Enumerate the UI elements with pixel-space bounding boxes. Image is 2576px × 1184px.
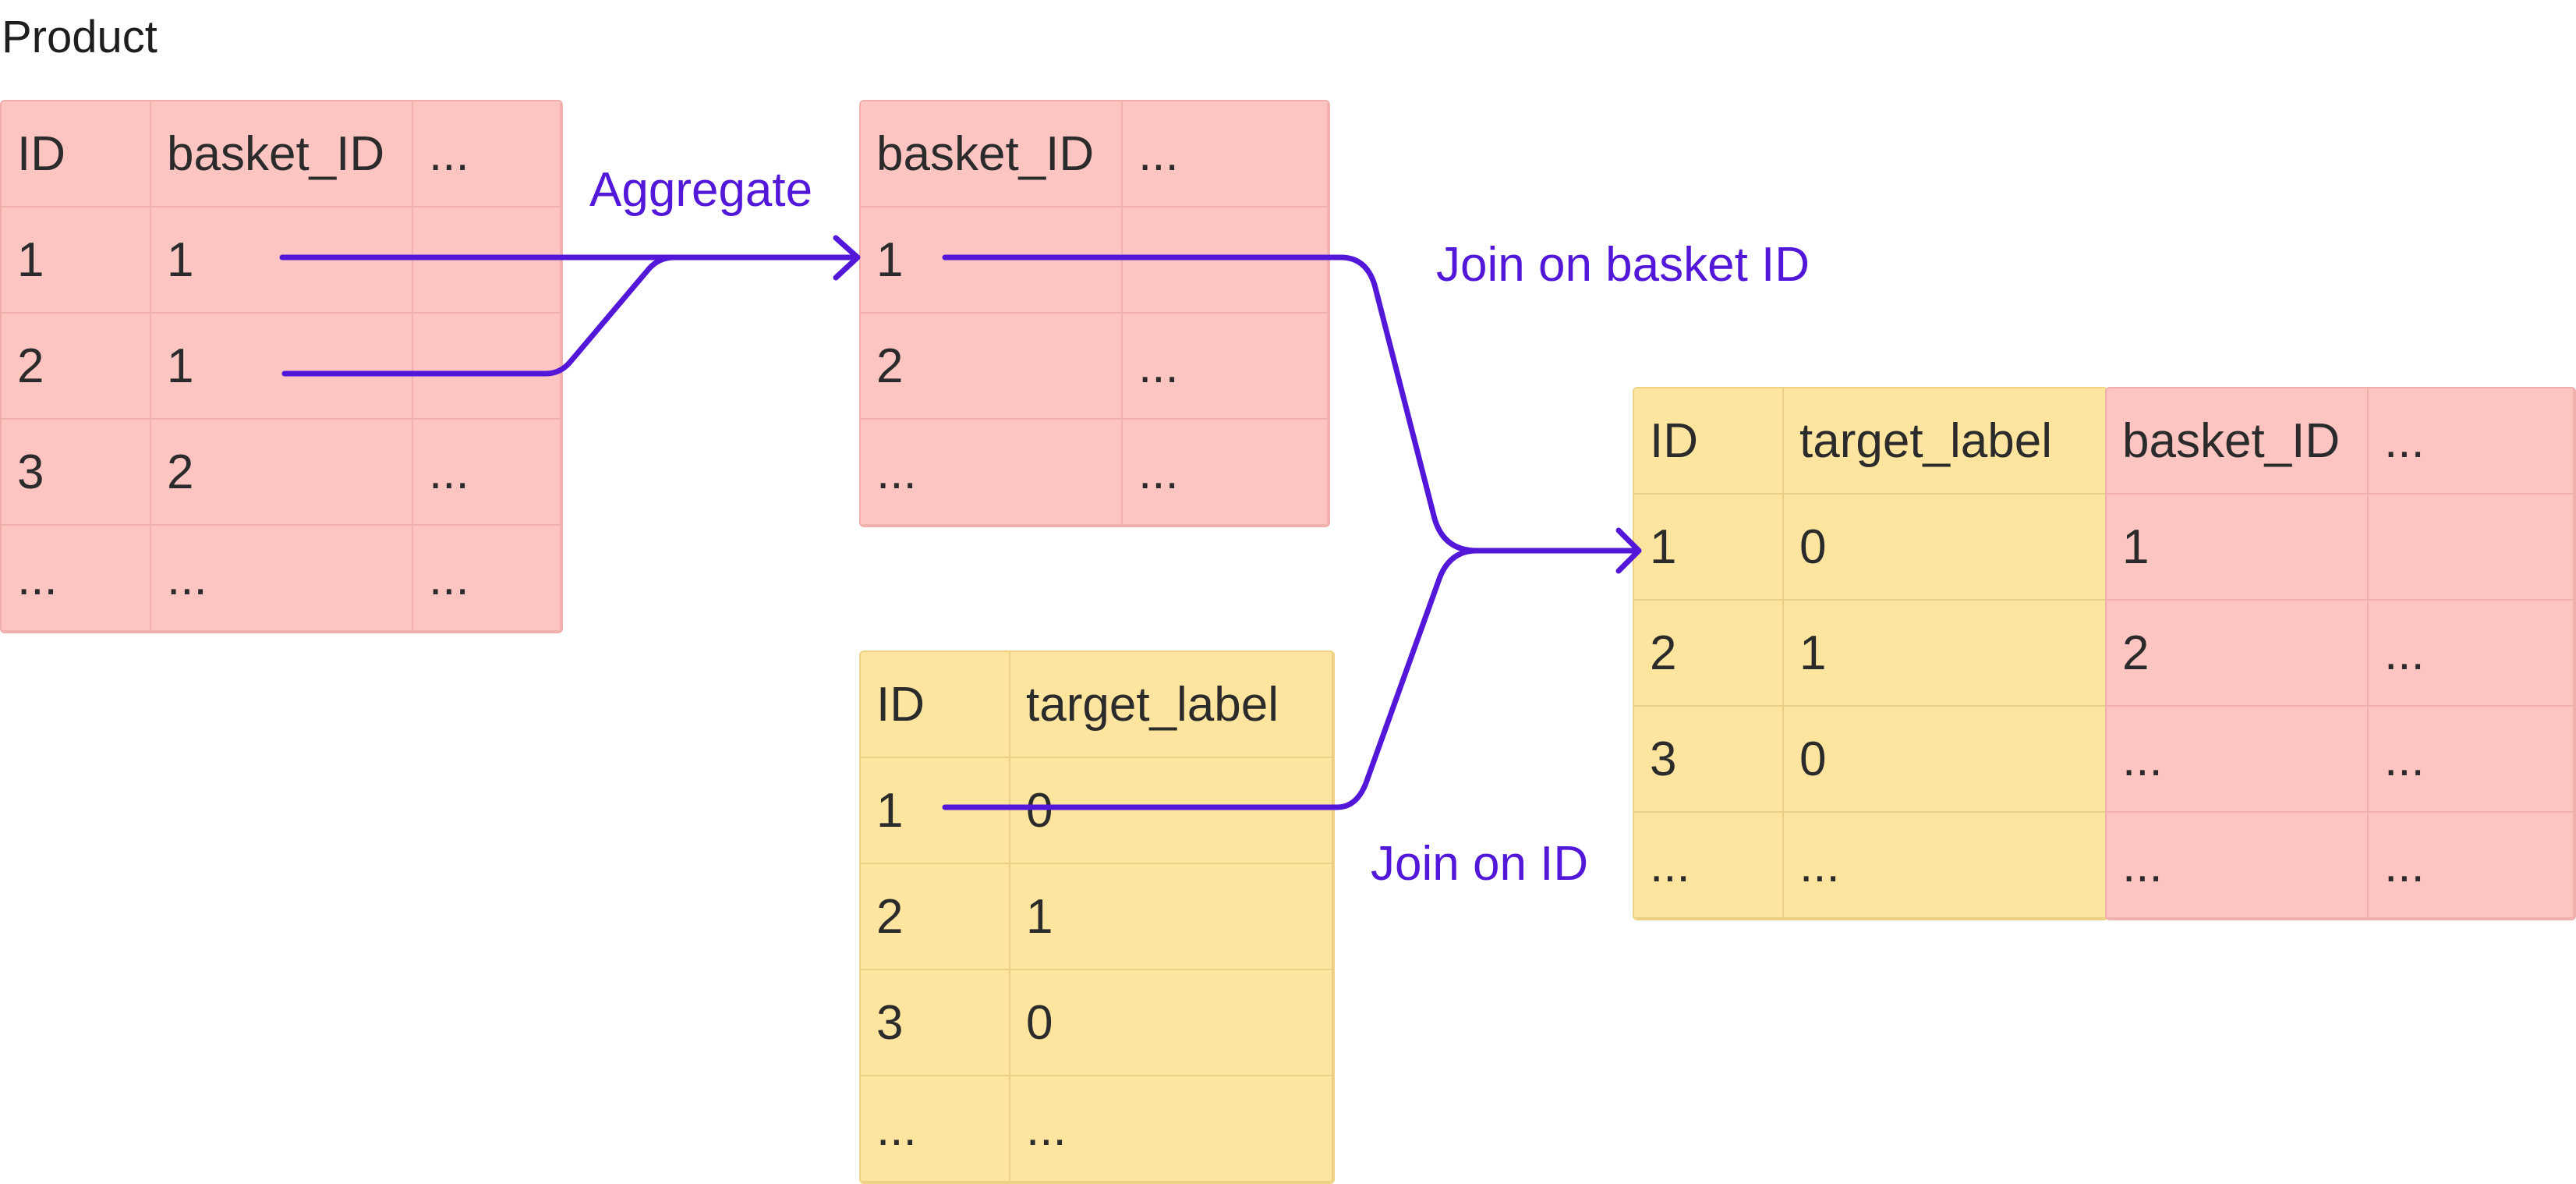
- table-cell: 2: [2107, 601, 2369, 707]
- join-basket-label: Join on basket ID: [1436, 238, 1810, 292]
- aggregate-label: Aggregate: [589, 163, 813, 217]
- table-cell: 2: [861, 314, 1123, 420]
- table-cell: ...: [2369, 601, 2574, 707]
- result-labels-table: ID target_label 1 0 2 1 3 0 ... ...: [1633, 387, 2108, 920]
- table-cell: 0: [1010, 970, 1333, 1076]
- table-cell: ...: [2369, 813, 2574, 919]
- labels-table: ID target_label 1 0 2 1 3 0 ... ...: [859, 650, 1335, 1184]
- table-cell: ...: [2369, 707, 2574, 813]
- table-cell: 1: [861, 758, 1010, 864]
- table-cell: 3: [2, 420, 151, 526]
- header-cell: basket_ID: [861, 101, 1123, 207]
- table-cell: [2369, 495, 2574, 601]
- table-cell: 1: [861, 207, 1123, 314]
- table-cell: ...: [1123, 314, 1329, 420]
- table-cell: 2: [1634, 601, 1784, 707]
- header-cell: basket_ID: [2107, 388, 2369, 495]
- table-cell: ...: [413, 420, 561, 526]
- table-cell: [413, 207, 561, 314]
- table-cell: 0: [1784, 495, 2107, 601]
- header-cell: target_label: [1784, 388, 2107, 495]
- header-cell: ...: [413, 101, 561, 207]
- header-cell: basket_ID: [151, 101, 413, 207]
- join-id-label: Join on ID: [1371, 837, 1589, 891]
- table-cell: 2: [861, 864, 1010, 970]
- table-cell: 1: [1010, 864, 1333, 970]
- header-cell: target_label: [1010, 652, 1333, 758]
- result-basket-table: basket_ID ... 1 2 ... ... ... ... ...: [2105, 387, 2576, 920]
- header-cell: ...: [2369, 388, 2574, 495]
- table-cell: [1123, 207, 1329, 314]
- header-cell: ID: [2, 101, 151, 207]
- table-cell: ...: [2107, 707, 2369, 813]
- table-cell: ...: [2107, 813, 2369, 919]
- table-cell: ...: [1123, 420, 1329, 526]
- diagram-title: Product: [2, 12, 157, 62]
- table-cell: 1: [1634, 495, 1784, 601]
- table-cell: ...: [413, 526, 561, 632]
- header-cell: ...: [1123, 101, 1329, 207]
- basket-table: basket_ID ... 1 2 ... ... ...: [859, 100, 1330, 527]
- product-table: ID basket_ID ... 1 1 2 1 3 2 ... ... ...…: [0, 100, 563, 633]
- table-cell: ...: [1634, 813, 1784, 919]
- table-cell: 3: [1634, 707, 1784, 813]
- table-cell: ...: [151, 526, 413, 632]
- aggregate-arrowhead: [833, 235, 861, 281]
- header-cell: ID: [861, 652, 1010, 758]
- table-cell: 0: [1010, 758, 1333, 864]
- table-cell: 3: [861, 970, 1010, 1076]
- header-cell: ID: [1634, 388, 1784, 495]
- table-cell: 0: [1784, 707, 2107, 813]
- table-cell: ...: [2, 526, 151, 632]
- table-cell: 1: [151, 314, 413, 420]
- table-cell: ...: [861, 1076, 1010, 1182]
- table-cell: 2: [151, 420, 413, 526]
- table-cell: [413, 314, 561, 420]
- table-cell: ...: [861, 420, 1123, 526]
- table-cell: 1: [2107, 495, 2369, 601]
- table-cell: 2: [2, 314, 151, 420]
- table-cell: 1: [2, 207, 151, 314]
- table-cell: ...: [1010, 1076, 1333, 1182]
- table-cell: 1: [1784, 601, 2107, 707]
- table-cell: 1: [151, 207, 413, 314]
- table-cell: ...: [1784, 813, 2107, 919]
